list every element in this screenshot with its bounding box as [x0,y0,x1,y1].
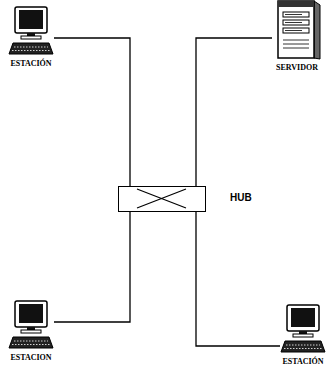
station-node: ESTACIÓN [280,304,326,367]
device-label: SERVIDOR [276,64,318,73]
network-cable [54,38,130,186]
computer-icon [8,300,54,350]
server-node: SERVIDOR [272,0,322,73]
station-node: ESTACION [8,300,54,363]
device-label: ESTACIÓN [10,60,51,69]
device-label: ESTACIÓN [282,358,323,367]
device-label: HUB [230,192,252,203]
hub-box: HUB [118,186,206,212]
network-cable [196,212,280,346]
server-icon [272,0,322,60]
device-label: ESTACION [10,354,51,363]
computer-icon [8,6,54,56]
network-cable [54,212,130,322]
station-node: ESTACIÓN [8,6,54,69]
network-cable [196,38,272,186]
hub-body [118,186,206,212]
hub-cross [119,187,204,210]
computer-icon [280,304,326,354]
